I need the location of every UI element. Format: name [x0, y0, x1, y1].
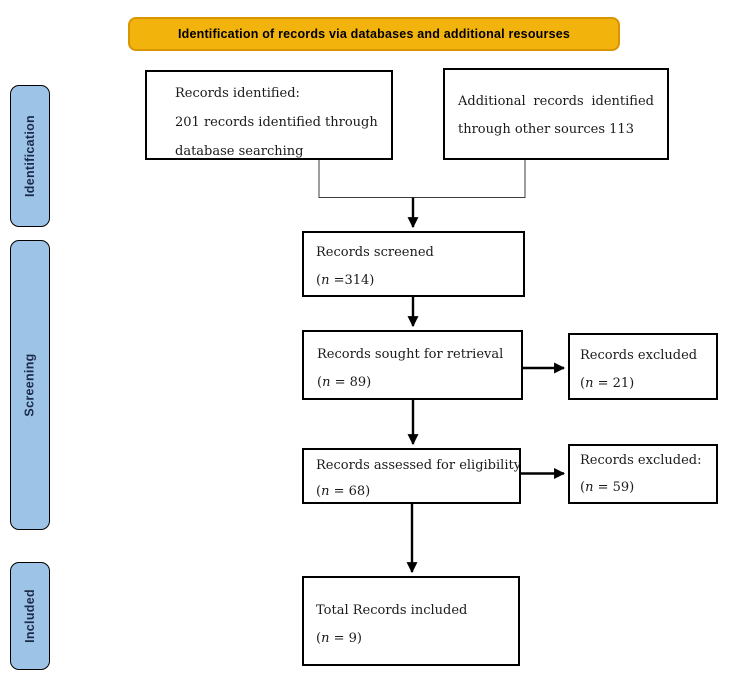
records-excluded-1-title: Records excluded	[580, 348, 698, 363]
records-screened-count: (n =314)	[316, 273, 375, 288]
box-records-screened: Records screened (n =314)	[302, 231, 525, 297]
records-sought-title: Records sought for retrieval	[317, 347, 504, 362]
box-records-excluded-2: Records excluded: (n = 59)	[568, 444, 718, 504]
additional-records-line1: Additional records identified	[458, 94, 654, 109]
total-included-count: (n = 9)	[316, 631, 362, 646]
box-records-identified: Records identified: 201 records identifi…	[145, 70, 393, 160]
phase-pill-screening: Screening	[10, 240, 50, 530]
records-excluded-1-count: (n = 21)	[580, 376, 635, 391]
records-excluded-2-count: (n = 59)	[580, 480, 635, 495]
title-banner-label: Identification of records via databases …	[177, 27, 571, 41]
phase-label-screening: Screening	[23, 353, 38, 417]
box-total-included: Total Records included (n = 9)	[302, 576, 520, 666]
records-sought-count: (n = 89)	[317, 375, 372, 390]
box-records-excluded-1: Records excluded (n = 21)	[568, 333, 718, 400]
box-records-sought: Records sought for retrieval (n = 89)	[302, 330, 523, 400]
phase-label-included: Included	[23, 589, 38, 643]
box-additional-records: Additional records identified through ot…	[443, 68, 669, 160]
total-included-title: Total Records included	[316, 603, 468, 618]
phase-pill-identification: Identification	[10, 85, 50, 227]
box-records-assessed: Records assessed for eligibility (n = 68…	[302, 448, 521, 504]
title-banner: Identification of records via databases …	[128, 17, 620, 51]
records-excluded-2-title: Records excluded:	[580, 453, 702, 468]
records-identified-line2: 201 records identified through	[175, 115, 378, 130]
phase-label-identification: Identification	[23, 115, 38, 197]
records-assessed-title: Records assessed for eligibility	[316, 458, 522, 473]
records-identified-line3: database searching	[175, 144, 304, 159]
additional-records-line2: through other sources 113	[458, 122, 634, 137]
records-screened-title: Records screened	[316, 245, 434, 260]
phase-pill-included: Included	[10, 562, 50, 670]
records-identified-line1: Records identified:	[175, 86, 300, 101]
records-assessed-count: (n = 68)	[316, 484, 371, 499]
